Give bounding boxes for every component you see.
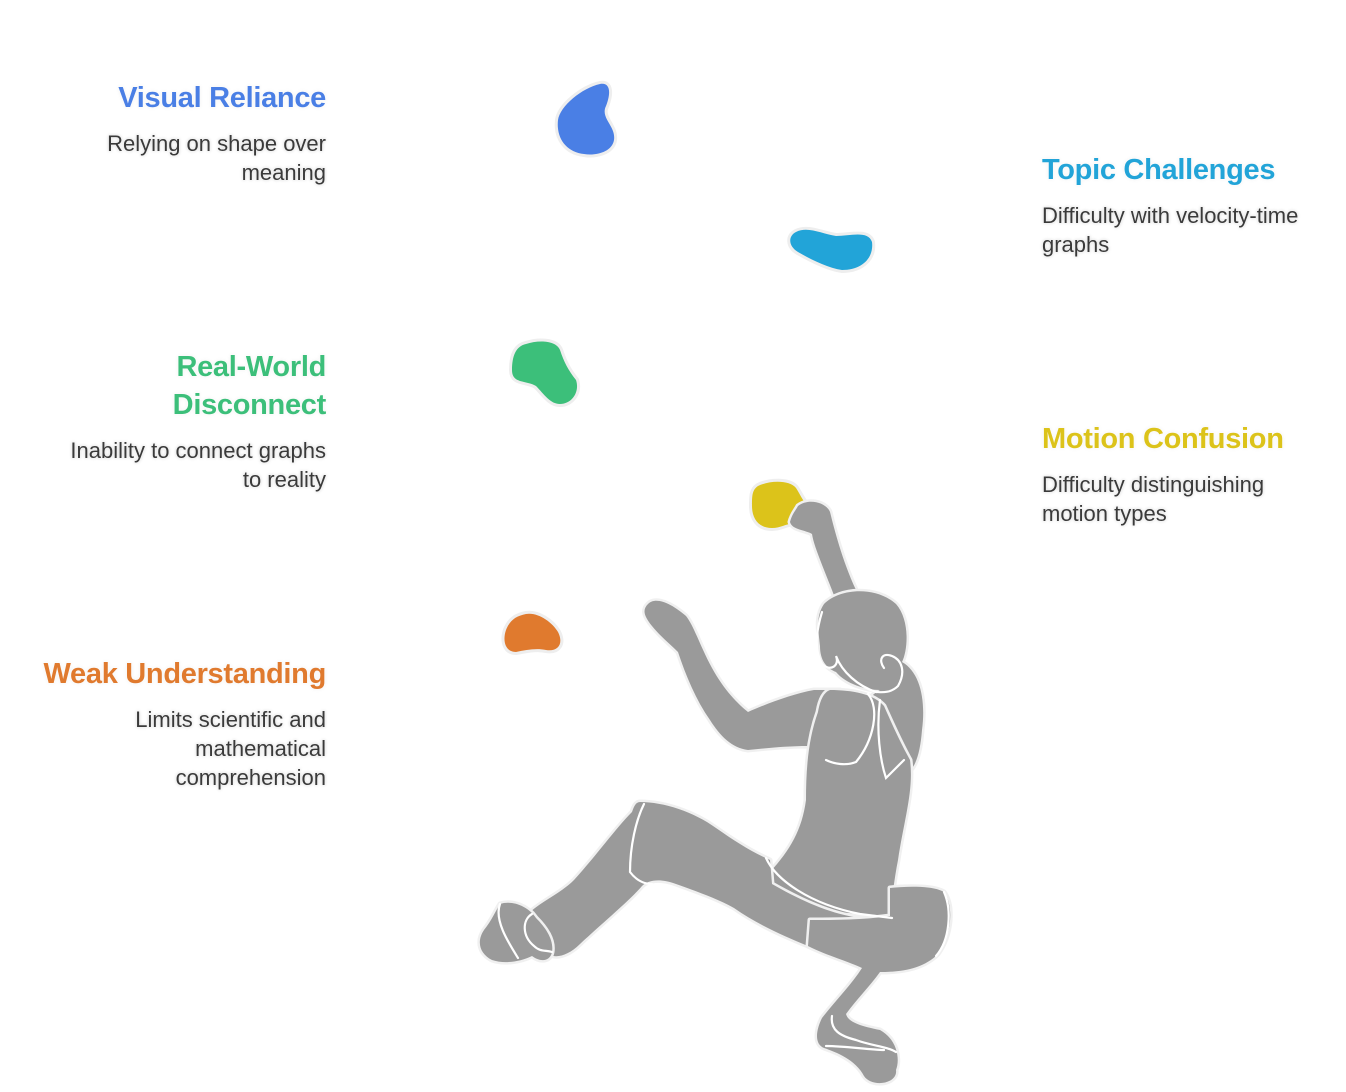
real-world-disconnect-title: Real-World Disconnect	[0, 348, 327, 424]
weak-understanding-hold-icon	[501, 610, 564, 656]
topic-challenges-label: Topic Challenges Difficulty with velocit…	[1042, 151, 1342, 259]
climber-figure	[477, 499, 953, 1086]
motion-confusion-label: Motion Confusion Difficulty distinguishi…	[1042, 420, 1342, 528]
description-line: Relying on shape over	[107, 131, 326, 156]
weak-understanding-title: Weak Understanding	[43, 658, 326, 690]
weak-understanding-description: Limits scientific and mathematical compr…	[0, 705, 326, 792]
topic-challenges-description: Difficulty with velocity-time graphs	[1042, 201, 1342, 259]
visual-reliance-title: Visual Reliance	[118, 82, 326, 114]
description-line: mathematical	[195, 736, 326, 761]
description-line: graphs	[1042, 232, 1110, 257]
description-line: motion types	[1042, 501, 1167, 526]
visual-reliance-label: Visual Reliance Relying on shape over me…	[0, 79, 326, 187]
description-line: to reality	[242, 467, 326, 492]
title-line: Disconnect	[172, 389, 327, 421]
description-line: meaning	[241, 160, 326, 185]
weak-understanding-label: Weak Understanding Limits scientific and…	[0, 655, 326, 792]
topic-challenges-hold-icon	[787, 226, 876, 274]
description-line: Inability to connect graphs	[70, 438, 326, 463]
description-line: Difficulty distinguishing	[1042, 472, 1265, 497]
description-line: Limits scientific and	[135, 707, 326, 732]
real-world-disconnect-hold-icon	[508, 338, 580, 408]
description-line: comprehension	[175, 765, 326, 790]
motion-confusion-description: Difficulty distinguishing motion types	[1042, 470, 1342, 528]
real-world-disconnect-label: Real-World Disconnect Inability to conne…	[0, 348, 326, 494]
topic-challenges-title: Topic Challenges	[1042, 154, 1276, 186]
visual-reliance-description: Relying on shape over meaning	[0, 129, 326, 187]
description-line: Difficulty with velocity-time	[1042, 203, 1299, 228]
visual-reliance-hold-icon	[554, 80, 618, 158]
motion-confusion-title: Motion Confusion	[1042, 423, 1284, 455]
title-line: Real-World	[176, 351, 326, 383]
real-world-disconnect-description: Inability to connect graphs to reality	[0, 436, 326, 494]
